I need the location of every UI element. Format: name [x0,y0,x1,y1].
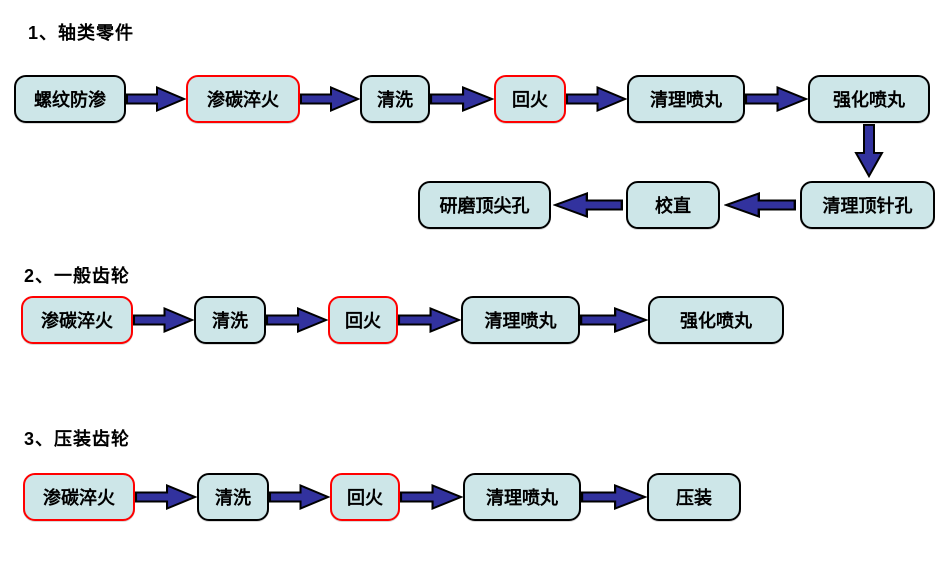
flow-arrow-left-icon [553,192,623,218]
node-carburizing-quenching: 渗碳淬火 [23,473,135,521]
flow-arrow-right-icon [745,86,808,112]
node-cleaning: 清洗 [194,296,266,344]
node-carburizing-quenching: 渗碳淬火 [21,296,133,344]
flow-arrow-right-icon [126,86,186,112]
section-3-title: 3、压装齿轮 [24,429,131,449]
node-thread-masking: 螺纹防渗 [14,75,126,123]
node-cleanup-shot-blasting: 清理喷丸 [627,75,745,123]
flow-arrow-right-icon [398,307,461,333]
flow-arrow-right-icon [300,86,360,112]
node-cleaning: 清洗 [360,75,430,123]
node-carburizing-quenching: 渗碳淬火 [186,75,300,123]
section-2-title: 2、一般齿轮 [24,266,131,286]
flow-arrow-right-icon [266,307,328,333]
node-cleanup-shot-blasting: 清理喷丸 [463,473,581,521]
section-1-title: 1、轴类零件 [28,23,135,43]
flow-arrow-right-icon [400,484,463,510]
node-tempering: 回火 [330,473,400,521]
flow-arrow-right-icon [135,484,197,510]
flow-arrow-right-icon [580,307,648,333]
flow-arrow-right-icon [133,307,194,333]
flow-arrow-right-icon [566,86,627,112]
flow-arrow-left-icon [724,192,796,218]
node-press-fitting: 压装 [647,473,741,521]
node-grind-center-hole: 研磨顶尖孔 [418,181,551,229]
node-cleanup-shot-blasting: 清理喷丸 [461,296,580,344]
flow-arrow-down-icon [854,124,884,178]
node-straightening: 校直 [626,181,720,229]
flow-arrow-right-icon [430,86,494,112]
node-strengthening-shot-peening: 强化喷丸 [648,296,784,344]
node-tempering: 回火 [494,75,566,123]
flow-arrow-right-icon [269,484,330,510]
node-strengthening-shot-peening: 强化喷丸 [808,75,930,123]
node-clean-center-pin-hole: 清理顶针孔 [800,181,935,229]
node-tempering: 回火 [328,296,398,344]
flow-arrow-right-icon [581,484,647,510]
node-cleaning: 清洗 [197,473,269,521]
